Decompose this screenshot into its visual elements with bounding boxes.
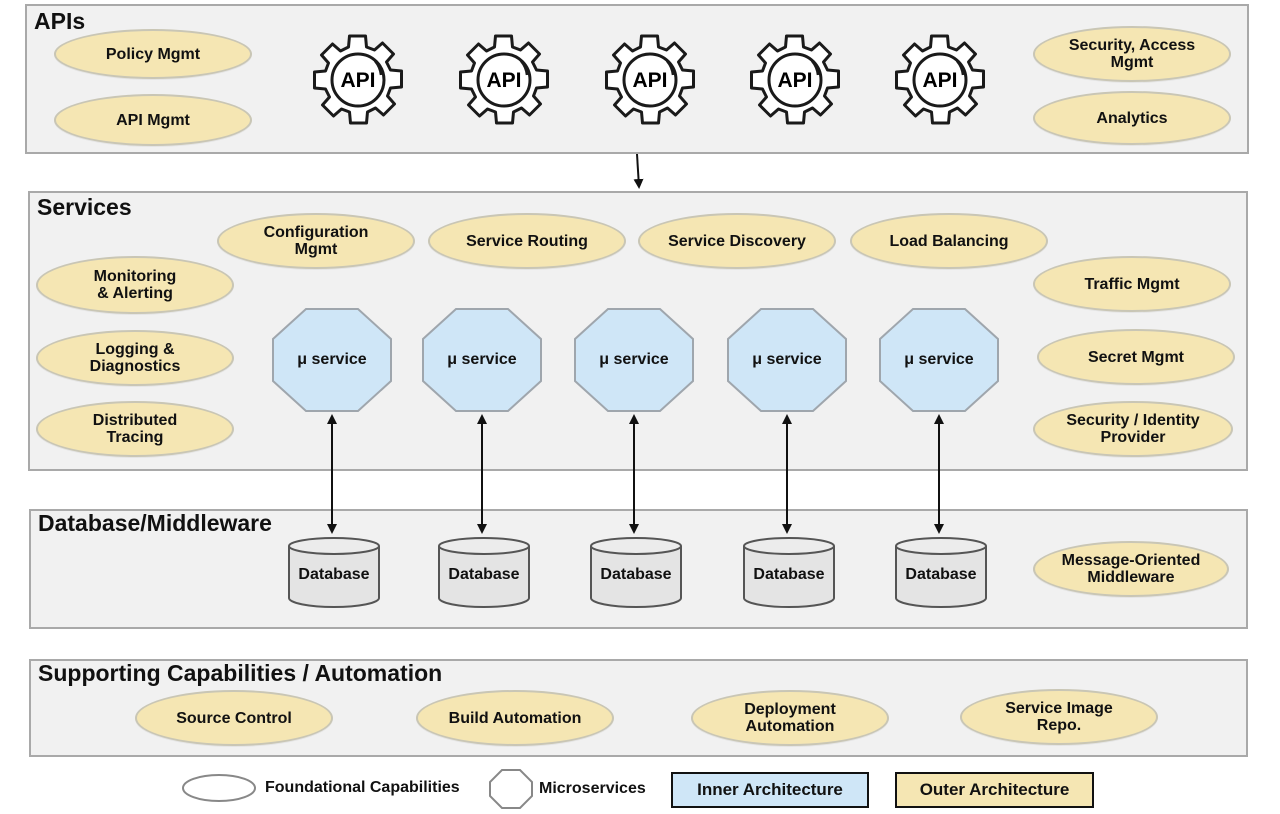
- tracing-line-2: Tracing: [106, 429, 164, 446]
- traffic-mgmt-oval: Traffic Mgmt: [1033, 256, 1231, 312]
- supporting-section-title: Supporting Capabilities / Automation: [38, 660, 443, 686]
- api-gear-label: API: [340, 69, 375, 92]
- api-mgmt-oval: API Mgmt: [54, 94, 252, 146]
- api-gear-icon: API: [605, 34, 695, 125]
- policy-mgmt-label: Policy Mgmt: [105, 45, 201, 63]
- database-label: Database: [905, 566, 977, 583]
- monitoring-line-1: Monitoring: [93, 268, 177, 285]
- load-balancing-oval: Load Balancing: [850, 213, 1048, 269]
- microservice-node: μ service: [422, 308, 542, 412]
- api-gear-label: API: [777, 69, 812, 92]
- database-label: Database: [753, 566, 825, 583]
- security-access-line-1: Security, Access: [1068, 37, 1196, 54]
- microservice-node: μ service: [727, 308, 847, 412]
- image-repo-line-1: Service Image: [1005, 700, 1113, 717]
- policy-mgmt-oval: Policy Mgmt: [54, 29, 252, 79]
- api-gear-icon: API: [895, 34, 985, 125]
- legend-microservices-label: Microservices: [539, 780, 646, 797]
- microservice-label: μ service: [752, 351, 822, 368]
- tracing-line-1: Distributed: [92, 412, 178, 429]
- secret-mgmt-oval: Secret Mgmt: [1037, 329, 1235, 385]
- legend-inner-architecture: Inner Architecture: [671, 772, 869, 808]
- microservice-octagon-icon: [574, 308, 694, 412]
- configuration-mgmt-line-1: Configuration: [263, 224, 369, 241]
- database-cylinder-icon: [590, 537, 682, 608]
- service-discovery-oval: Service Discovery: [638, 213, 836, 269]
- api-gear-label: API: [632, 69, 667, 92]
- analytics-label: Analytics: [1096, 109, 1168, 127]
- database-cylinder-icon: [743, 537, 835, 608]
- monitoring-line-2: & Alerting: [97, 285, 173, 302]
- microservice-label: μ service: [599, 351, 669, 368]
- apis-section-title: APIs: [34, 8, 86, 34]
- database-label: Database: [298, 566, 370, 583]
- security-access-mgmt-oval: Security, Access Mgmt: [1033, 26, 1231, 82]
- microservice-node: μ service: [272, 308, 392, 412]
- middleware-line-1: Message-Oriented: [1061, 552, 1201, 569]
- database-cylinder-icon: [288, 537, 380, 608]
- service-discovery-label: Service Discovery: [668, 232, 806, 250]
- deployment-line-1: Deployment: [744, 701, 836, 718]
- configuration-mgmt-line-2: Mgmt: [294, 241, 338, 258]
- legend-outer-architecture: Outer Architecture: [895, 772, 1094, 808]
- microservice-label: μ service: [904, 351, 974, 368]
- service-routing-label: Service Routing: [466, 232, 588, 250]
- api-gear-icon: API: [750, 34, 840, 125]
- microservice-node: μ service: [879, 308, 999, 412]
- database-node: Database: [894, 536, 988, 608]
- legend-octagon-icon: [489, 769, 533, 809]
- service-routing-oval: Service Routing: [428, 213, 626, 269]
- build-automation-label: Build Automation: [448, 709, 582, 727]
- api-gear-icon: API: [459, 34, 549, 125]
- identity-line-2: Provider: [1100, 429, 1166, 446]
- source-control-label: Source Control: [176, 709, 292, 727]
- api-mgmt-label: API Mgmt: [116, 111, 190, 129]
- logging-diagnostics-oval: Logging &Diagnostics: [36, 330, 234, 386]
- microservice-node: μ service: [574, 308, 694, 412]
- logging-line-2: Diagnostics: [89, 358, 181, 375]
- database-label: Database: [448, 566, 520, 583]
- deployment-line-2: Automation: [745, 718, 835, 735]
- middleware-line-2: Middleware: [1087, 569, 1175, 586]
- secret-mgmt-label: Secret Mgmt: [1087, 348, 1185, 366]
- services-section-title: Services: [37, 194, 132, 220]
- identity-line-1: Security / Identity: [1066, 412, 1200, 429]
- microservice-label: μ service: [447, 351, 517, 368]
- build-automation-oval: Build Automation: [416, 690, 614, 746]
- api-gear-label: API: [922, 69, 957, 92]
- database-node: Database: [437, 536, 531, 608]
- microservice-octagon-icon: [727, 308, 847, 412]
- database-section-title: Database/Middleware: [38, 510, 272, 536]
- microservice-octagon-icon: [422, 308, 542, 412]
- security-access-line-2: Mgmt: [1110, 54, 1154, 71]
- traffic-mgmt-label: Traffic Mgmt: [1084, 275, 1180, 293]
- database-cylinder-icon: [438, 537, 530, 608]
- monitoring-alerting-oval: Monitoring& Alerting: [36, 256, 234, 314]
- microservice-octagon-icon: [879, 308, 999, 412]
- database-node: Database: [287, 536, 381, 608]
- legend-oval-icon: [182, 774, 256, 802]
- api-gear-label: API: [486, 69, 521, 92]
- load-balancing-label: Load Balancing: [889, 232, 1009, 250]
- apis-to-services-arrow: [633, 153, 644, 189]
- database-label: Database: [600, 566, 672, 583]
- microservice-label: μ service: [297, 351, 367, 368]
- api-gear-icon: API: [313, 34, 403, 125]
- analytics-oval: Analytics: [1033, 91, 1231, 145]
- logging-line-1: Logging &: [95, 341, 175, 358]
- image-repo-line-2: Repo.: [1036, 717, 1082, 734]
- database-node: Database: [589, 536, 683, 608]
- database-node: Database: [742, 536, 836, 608]
- legend-foundational-label: Foundational Capabilities: [265, 779, 460, 796]
- database-cylinder-icon: [895, 537, 987, 608]
- source-control-oval: Source Control: [135, 690, 333, 746]
- microservice-octagon-icon: [272, 308, 392, 412]
